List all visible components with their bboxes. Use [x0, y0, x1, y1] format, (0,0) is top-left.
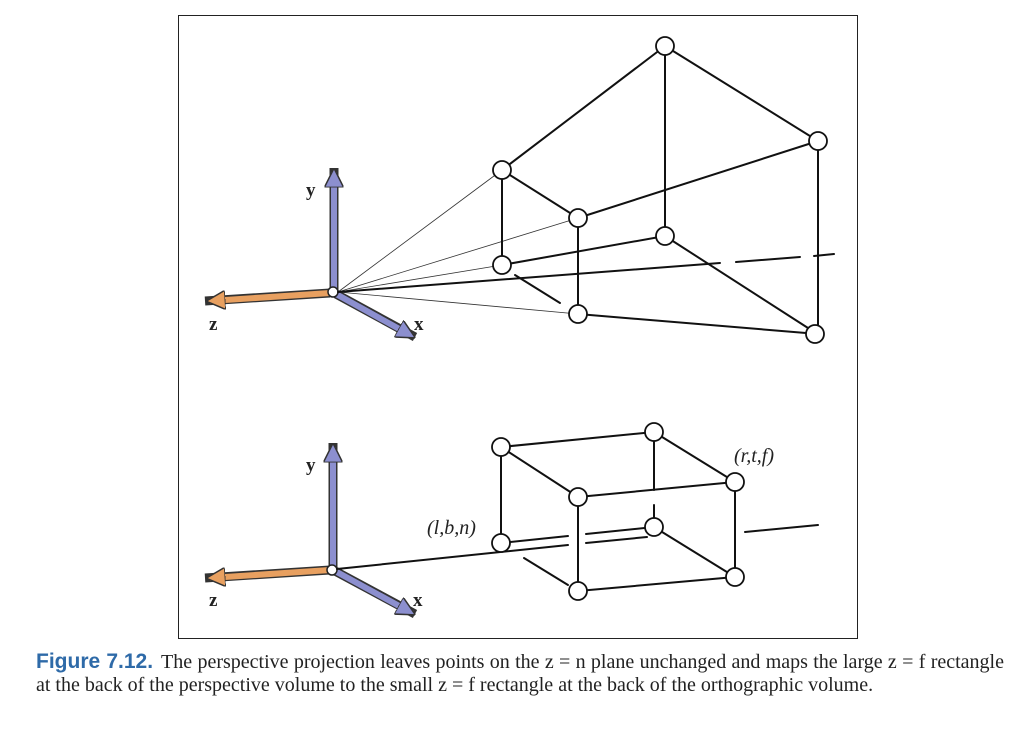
frustum-edges [501, 45, 819, 335]
top-y-label: y [306, 180, 316, 201]
bottom-x-axis [333, 568, 412, 613]
caption-label: Figure 7.12. [36, 650, 154, 673]
figure-caption: Figure 7.12.The perspective projection l… [36, 650, 1004, 697]
bottom-x-label: x [413, 590, 423, 611]
top-z-label: z [209, 314, 218, 335]
orthographic-diagram: y z x [204, 422, 819, 618]
projector-lines [337, 169, 579, 315]
frustum-vertices [492, 36, 828, 344]
bottom-y-label: y [306, 455, 316, 476]
far-corner-label: (r,t,f) [734, 445, 774, 467]
top-view-axis [337, 253, 835, 293]
box-edges [500, 431, 736, 592]
near-corner-label: (l,b,n) [427, 517, 476, 539]
bottom-view-axis [336, 524, 819, 570]
perspective-diagram: y z x [204, 36, 835, 344]
top-x-label: x [414, 314, 424, 335]
box-vertices [491, 422, 745, 601]
caption-text: The perspective projection leaves points… [36, 651, 1004, 696]
bottom-axes: y z x [204, 443, 423, 618]
bottom-z-axis [210, 567, 331, 578]
bottom-z-label: z [209, 590, 218, 611]
